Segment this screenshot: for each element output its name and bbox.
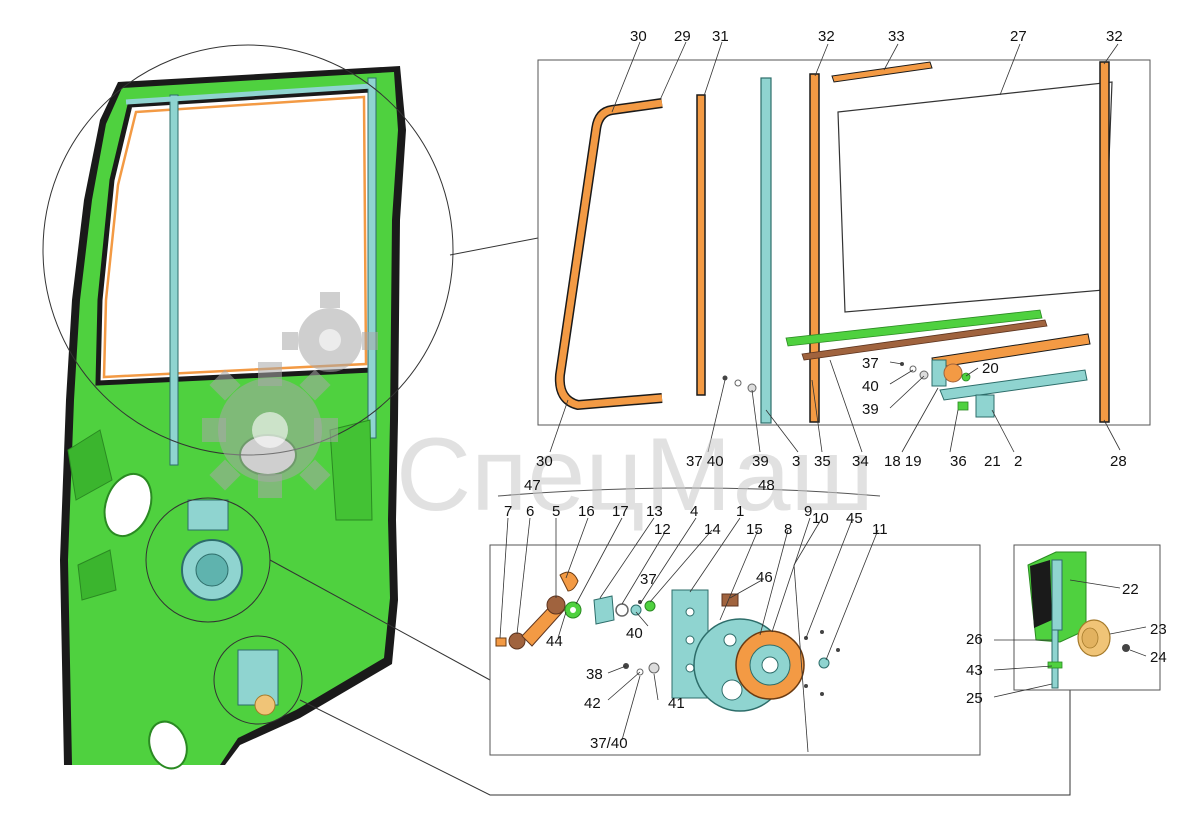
assembly-brace [497,487,881,497]
label-30b: 30 [536,453,553,470]
label-26: 26 [966,631,983,648]
label-37a: 37 [862,355,879,372]
lock-detail-panel [1013,544,1161,691]
window-detail-panel [537,59,1151,426]
label-16: 16 [578,503,595,520]
label-38: 38 [586,666,603,683]
label-32a: 32 [818,28,835,45]
label-37b: 37 [640,571,657,588]
label-8: 8 [784,521,792,538]
label-46: 46 [756,569,773,586]
label-1: 1 [736,503,744,520]
label-37-40b: 37/40 [590,735,628,752]
lock-leaders [993,579,1147,698]
label-18-19: 18 19 [884,453,922,470]
label-33: 33 [888,28,905,45]
label-2: 2 [1014,453,1022,470]
label-21: 21 [984,453,1001,470]
label-15: 15 [746,521,763,538]
label-27: 27 [1010,28,1027,45]
label-48: 48 [758,477,775,494]
label-9: 9 [804,503,812,520]
label-35: 35 [814,453,831,470]
label-29: 29 [674,28,691,45]
label-10b: 10 [812,510,829,527]
door-panel [60,66,406,770]
label-22: 22 [1122,581,1139,598]
label-47: 47 [524,477,541,494]
magnifier-circle-lock [213,635,303,725]
label-12: 12 [654,521,671,538]
window-leaders [549,41,1121,453]
label-39a: 39 [862,401,879,418]
label-4: 4 [690,503,698,520]
label-24: 24 [1150,649,1167,666]
label-11: 11 [872,521,888,538]
label-32b: 32 [1106,28,1123,45]
label-20: 20 [982,360,999,377]
label-23: 23 [1150,621,1167,638]
label-30a: 30 [630,28,647,45]
label-37-40a: 37 40 [686,453,724,470]
leader-lines [269,237,1071,796]
label-31: 31 [712,28,729,45]
label-45: 45 [846,510,863,527]
label-43: 43 [966,662,983,679]
label-40b: 40 [626,625,643,642]
watermark: СпецМаш [202,292,874,533]
label-41: 41 [668,695,685,712]
label-6: 6 [526,503,534,520]
label-34: 34 [852,453,869,470]
label-40a: 40 [862,378,879,395]
label-25: 25 [966,690,983,707]
label-36: 36 [950,453,967,470]
label-44: 44 [546,633,563,650]
regulator-detail-panel [489,544,981,756]
label-17: 17 [612,503,629,520]
label-3: 3 [792,453,800,470]
label-28: 28 [1110,453,1127,470]
label-5: 5 [552,503,560,520]
part-labels: 30 29 31 32 33 27 32 37 40 39 20 30 37 4… [504,28,1167,752]
label-13: 13 [646,503,663,520]
label-39b: 39 [752,453,769,470]
label-42: 42 [584,695,601,712]
label-14: 14 [704,521,721,538]
regulator-leaders [499,517,879,753]
label-7: 7 [504,503,512,520]
watermark-text: СпецМаш [396,417,874,533]
